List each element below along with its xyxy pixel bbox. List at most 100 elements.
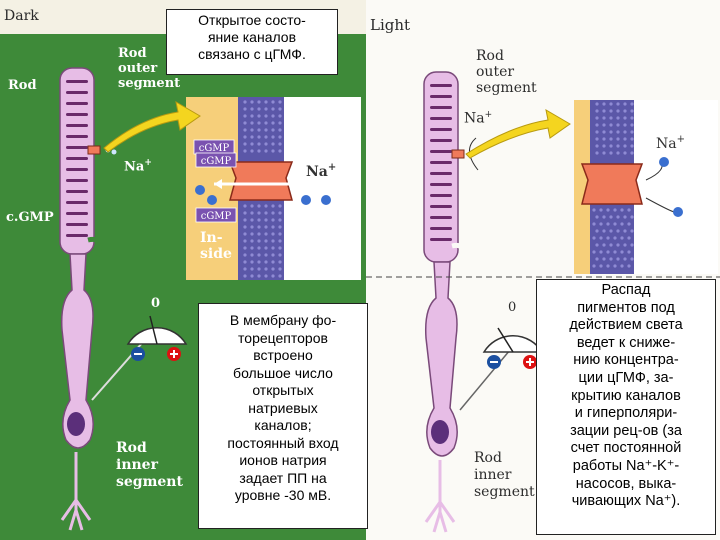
rod-disc bbox=[430, 139, 452, 142]
dark-na-label: Na+ bbox=[124, 158, 152, 175]
membrane-lipid bbox=[264, 218, 268, 222]
membrane-lipid bbox=[613, 264, 617, 268]
membrane-lipid bbox=[243, 149, 247, 153]
rod-disc bbox=[66, 113, 88, 116]
membrane-lipid bbox=[243, 142, 247, 146]
membrane-lipid bbox=[620, 250, 624, 254]
light-zoom-arrow bbox=[465, 109, 571, 159]
rod-disc bbox=[430, 216, 452, 219]
membrane-lipid bbox=[602, 102, 606, 106]
dark-cilium bbox=[87, 236, 103, 257]
membrane-lipid bbox=[278, 121, 282, 125]
membrane-lipid bbox=[243, 135, 247, 139]
membrane-lipid bbox=[613, 250, 617, 254]
membrane-lipid bbox=[257, 232, 261, 236]
light-sodium-channel bbox=[580, 163, 644, 205]
membrane-lipid bbox=[602, 151, 606, 155]
membrane-lipid bbox=[602, 257, 606, 261]
membrane-lipid bbox=[278, 100, 282, 104]
membrane-lipid bbox=[243, 204, 247, 208]
rod-disc bbox=[430, 128, 452, 131]
na-ion bbox=[207, 195, 217, 205]
membrane-lipid bbox=[243, 246, 247, 250]
membrane-lipid bbox=[264, 274, 268, 278]
note-light-decay: Распад пигментов под действием света вед… bbox=[536, 279, 716, 535]
dark-synaptic-terminal bbox=[60, 452, 92, 531]
membrane-lipid bbox=[592, 264, 596, 268]
membrane-lipid bbox=[257, 218, 261, 222]
membrane-lipid bbox=[278, 232, 282, 236]
membrane-lipid bbox=[264, 135, 268, 139]
membrane-lipid bbox=[257, 128, 261, 132]
membrane-lipid bbox=[250, 225, 254, 229]
membrane-lipid bbox=[264, 107, 268, 111]
dark-inset-inside bbox=[186, 97, 238, 280]
membrane-lipid bbox=[616, 144, 620, 148]
light-inset-na-label: Na+ bbox=[656, 134, 685, 152]
membrane-lipid bbox=[616, 102, 620, 106]
membrane-lipid bbox=[595, 229, 599, 233]
membrane-lipid bbox=[250, 114, 254, 118]
membrane-lipid bbox=[623, 137, 627, 141]
membrane-lipid bbox=[609, 123, 613, 127]
membrane-lipid bbox=[623, 229, 627, 233]
dark-inner-segment bbox=[60, 253, 94, 449]
membrane-lipid bbox=[271, 128, 275, 132]
dark-inner-segment-label: Rod inner segment bbox=[116, 440, 183, 490]
membrane-lipid bbox=[623, 102, 627, 106]
membrane-lipid bbox=[264, 253, 268, 257]
membrane-lipid bbox=[278, 135, 282, 139]
light-electrode bbox=[459, 349, 511, 411]
membrane-lipid bbox=[264, 142, 268, 146]
membrane-lipid bbox=[609, 116, 613, 120]
membrane-lipid bbox=[616, 229, 620, 233]
rod-disc bbox=[430, 205, 452, 208]
membrane-lipid bbox=[250, 107, 254, 111]
membrane-lipid bbox=[257, 107, 261, 111]
membrane-lipid bbox=[630, 215, 634, 219]
membrane-lipid bbox=[623, 243, 627, 247]
membrane-lipid bbox=[278, 107, 282, 111]
membrane-lipid bbox=[595, 151, 599, 155]
membrane-lipid bbox=[243, 274, 247, 278]
membrane-lipid bbox=[616, 130, 620, 134]
membrane-lipid bbox=[630, 257, 634, 261]
cgmp-tag-label: cGMP bbox=[201, 211, 232, 222]
membrane-lipid bbox=[278, 149, 282, 153]
dark-nucleus bbox=[67, 412, 85, 436]
membrane-lipid bbox=[620, 264, 624, 268]
membrane-lipid bbox=[257, 142, 261, 146]
membrane-lipid bbox=[592, 208, 596, 212]
membrane-lipid bbox=[602, 137, 606, 141]
membrane-lipid bbox=[271, 100, 275, 104]
membrane-lipid bbox=[616, 123, 620, 127]
rod-disc bbox=[430, 106, 452, 109]
rod-disc bbox=[430, 95, 452, 98]
dark-rod-label: Rod bbox=[8, 78, 37, 93]
membrane-lipid bbox=[592, 250, 596, 254]
membrane-lipid bbox=[623, 257, 627, 261]
membrane-lipid bbox=[609, 257, 613, 261]
membrane-lipid bbox=[264, 260, 268, 264]
membrane-lipid bbox=[620, 236, 624, 240]
na-ion bbox=[321, 195, 331, 205]
membrane-lipid bbox=[271, 149, 275, 153]
membrane-lipid bbox=[616, 215, 620, 219]
membrane-lipid bbox=[243, 260, 247, 264]
membrane-lipid bbox=[630, 151, 634, 155]
dark-voltmeter bbox=[126, 315, 188, 361]
membrane-lipid bbox=[250, 211, 254, 215]
membrane-lipid bbox=[243, 253, 247, 257]
dark-outer-segment bbox=[59, 67, 95, 255]
light-meter-needle bbox=[497, 327, 514, 353]
light-outer-segment-label: Rod outer segment bbox=[476, 48, 537, 96]
membrane-lipid bbox=[243, 225, 247, 229]
membrane-lipid bbox=[599, 222, 603, 226]
membrane-lipid bbox=[271, 135, 275, 139]
membrane-lipid bbox=[609, 137, 613, 141]
membrane-lipid bbox=[606, 208, 610, 212]
membrane-lipid bbox=[613, 222, 617, 226]
membrane-lipid bbox=[602, 123, 606, 127]
dark-sodium-channel bbox=[228, 161, 294, 201]
